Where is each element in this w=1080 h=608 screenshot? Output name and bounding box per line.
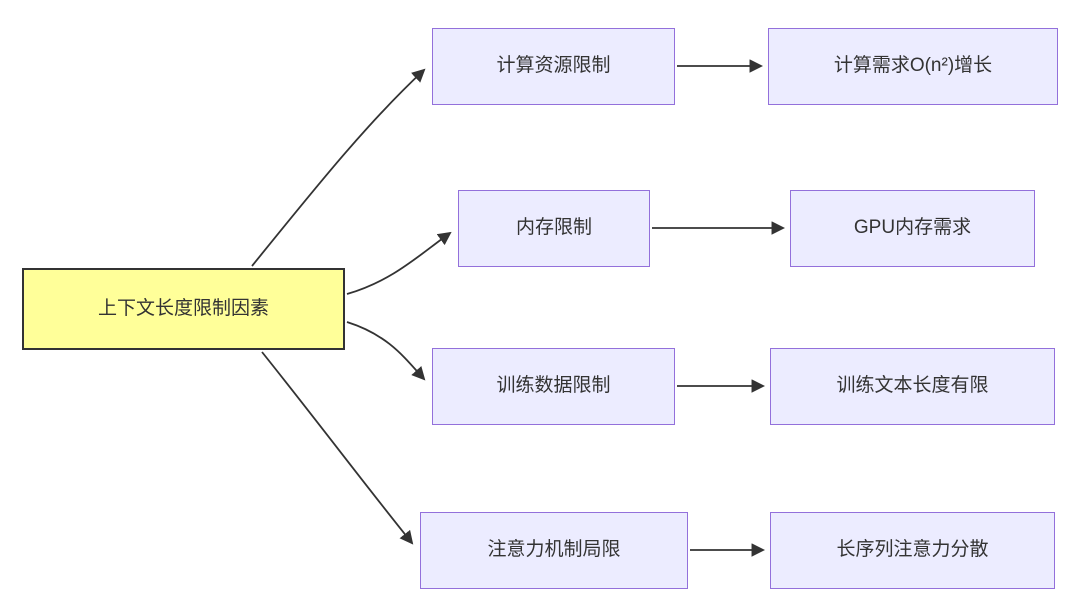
edge-root-to-row2 xyxy=(346,231,452,295)
node-training-data-limit-label: 训练数据限制 xyxy=(496,375,611,397)
edge-root-to-row3 xyxy=(346,321,426,381)
node-gpu-memory-label: GPU内存需求 xyxy=(853,217,972,239)
node-gpu-memory: GPU内存需求 xyxy=(790,190,1035,267)
node-root-label: 上下文长度限制因素 xyxy=(97,297,269,319)
node-training-text-length-label: 训练文本长度有限 xyxy=(836,375,989,397)
node-compute-limit: 计算资源限制 xyxy=(432,28,675,105)
node-memory-limit-label: 内存限制 xyxy=(515,217,592,239)
node-memory-limit: 内存限制 xyxy=(458,190,650,267)
node-long-seq-attention-label: 长序列注意力分散 xyxy=(836,539,989,561)
node-root: 上下文长度限制因素 xyxy=(22,268,345,350)
node-attention-limit: 注意力机制局限 xyxy=(420,512,688,589)
edge-root-to-row4 xyxy=(261,351,414,545)
node-compute-growth-label: 计算需求O(n²)增长 xyxy=(833,55,993,77)
node-training-data-limit: 训练数据限制 xyxy=(432,348,675,425)
node-compute-limit-label: 计算资源限制 xyxy=(496,55,611,77)
node-long-seq-attention: 长序列注意力分散 xyxy=(770,512,1055,589)
node-training-text-length: 训练文本长度有限 xyxy=(770,348,1055,425)
node-compute-growth: 计算需求O(n²)增长 xyxy=(768,28,1058,105)
edge-root-to-row1 xyxy=(251,68,426,267)
node-attention-limit-label: 注意力机制局限 xyxy=(487,539,621,561)
